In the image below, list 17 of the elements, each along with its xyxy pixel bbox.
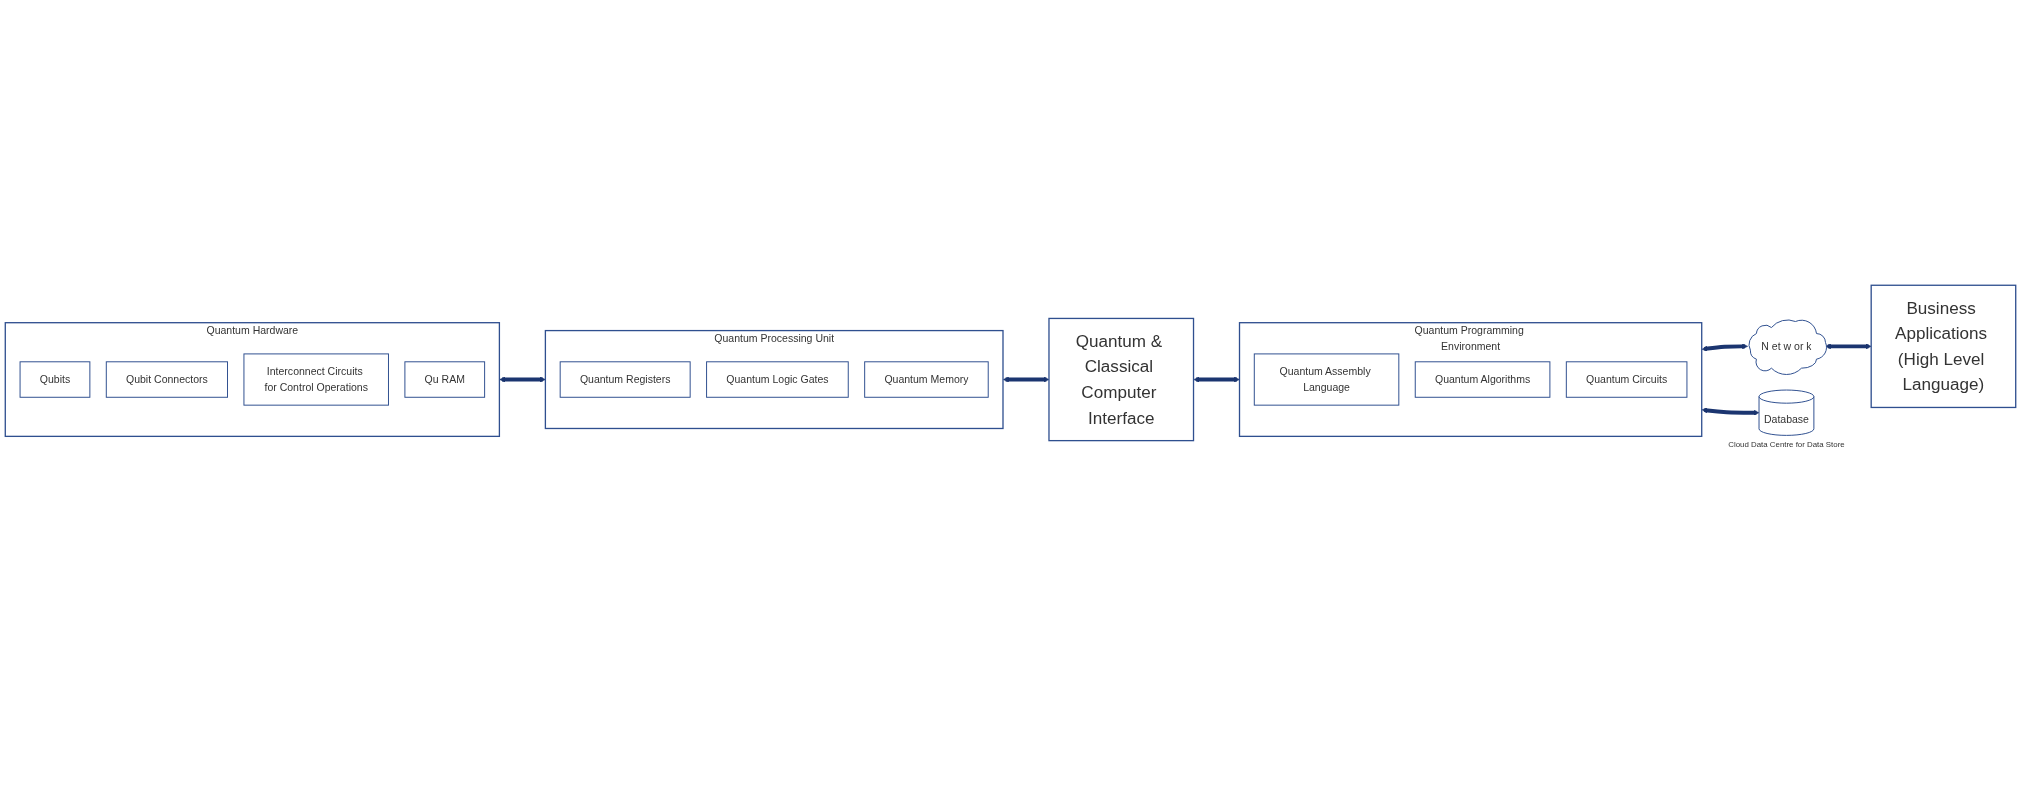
node-box: Business Applications (High Level Language) [1870,284,2017,409]
node-box: Quantum Registers [559,361,691,399]
node-box: Quantum & Classical Computer Interface [1048,318,1195,442]
node-box: Qubit Connectors [105,361,228,399]
arrow [1701,343,1748,352]
node-box: Quantum Assembly Language [1253,353,1400,406]
arrow [1825,343,1872,350]
node-box: Quantum Algorithms [1414,361,1551,399]
arrow [1193,376,1240,383]
node-box: Quantum Circuits [1565,361,1688,399]
node-box: Quantum Memory [864,361,989,399]
node-box: Quantum Logic Gates [706,361,849,399]
node-box: Qubits [19,361,91,399]
node-box: Interconnect Circuits for Control Operations [243,353,389,406]
arrow [499,376,546,383]
node-box: Qu RAM [404,361,486,399]
arrow [1701,407,1760,416]
